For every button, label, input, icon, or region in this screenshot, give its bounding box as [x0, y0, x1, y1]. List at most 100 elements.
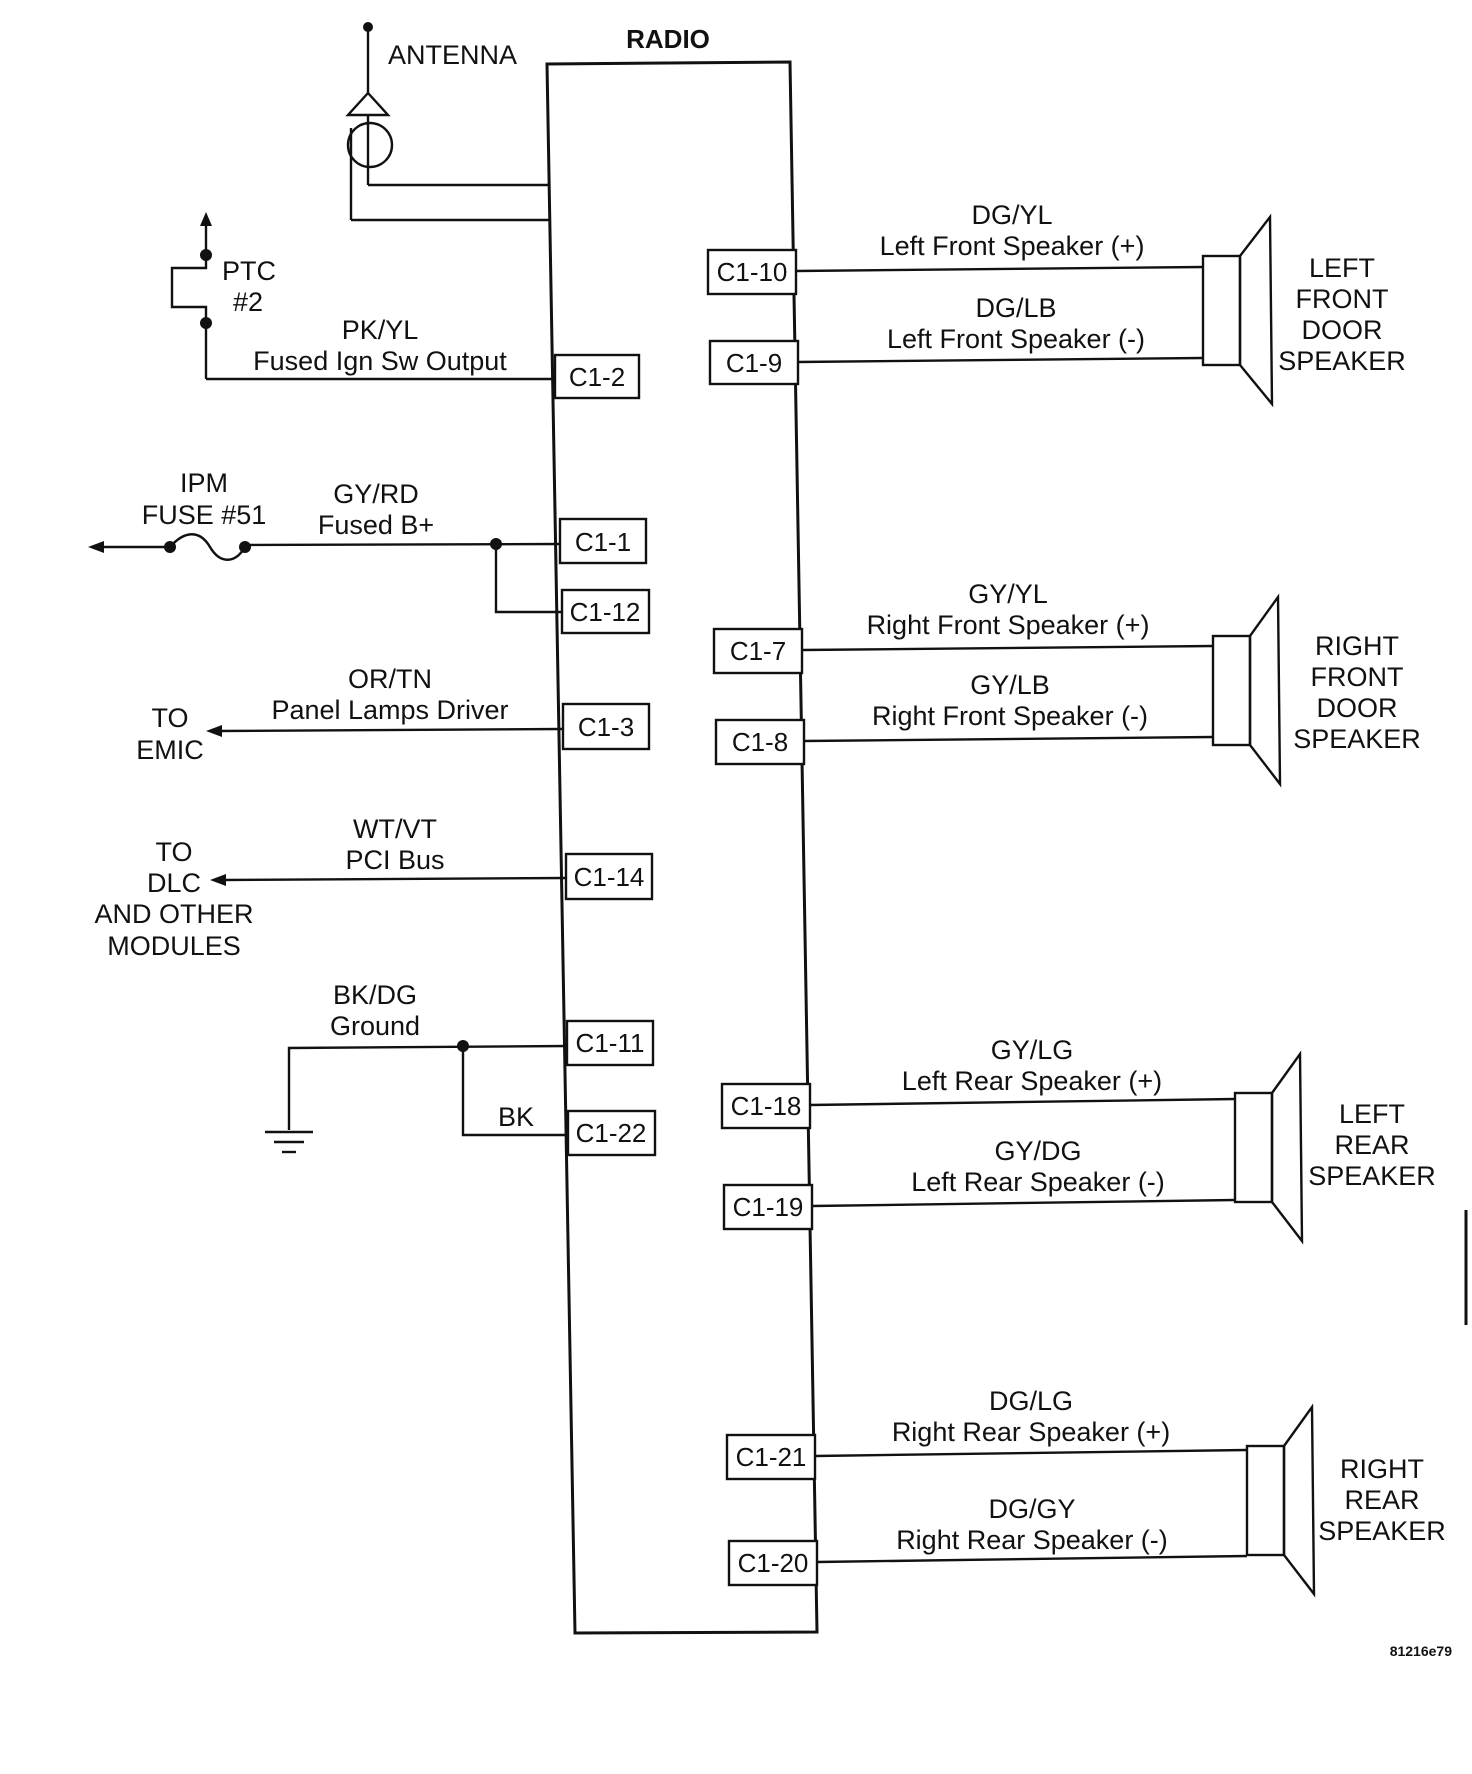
lf-neg-color: DG/LB: [975, 293, 1056, 323]
pin-c1-1: C1-1: [575, 527, 631, 557]
bk-wire-color: BK: [498, 1102, 534, 1132]
rf-pos-name: Right Front Speaker (+): [867, 610, 1150, 640]
lf-speaker-label-2: FRONT: [1296, 284, 1389, 314]
lr-speaker-label-2: REAR: [1334, 1130, 1409, 1160]
pin-box-c1-20: [727, 1539, 819, 1587]
pin-c1-9: C1-9: [726, 348, 782, 378]
pin-box-c1-1: [558, 517, 648, 565]
dlc-dest-line3: AND OTHER: [94, 899, 253, 929]
left-front-speaker-symbol: [1201, 213, 1274, 408]
rf-speaker-label-3: DOOR: [1317, 693, 1398, 723]
ptc-label-line1: PTC: [222, 256, 276, 286]
antenna-symbol: [345, 22, 549, 222]
rr-speaker-label-2: REAR: [1344, 1485, 1419, 1515]
pin-box-c1-19: [722, 1183, 814, 1231]
ground-symbol: [265, 1130, 313, 1154]
ground-wire-name: Ground: [330, 1011, 420, 1041]
pin-box-c1-12: [560, 588, 651, 635]
pin-box-c1-22: [566, 1109, 657, 1157]
ipm-label-line2: FUSE #51: [142, 500, 267, 530]
rr-neg-name: Right Rear Speaker (-): [896, 1525, 1168, 1555]
fused-b-plus-circuit: [88, 533, 562, 614]
lf-pos-color: DG/YL: [971, 200, 1052, 230]
pin-c1-19: C1-19: [733, 1192, 804, 1222]
rr-pos-color: DG/LG: [989, 1386, 1073, 1416]
rf-pos-color: GY/YL: [968, 579, 1048, 609]
pin-box-c1-21: [725, 1433, 817, 1481]
left-rear-speaker-wires: [809, 1097, 1236, 1208]
panel-wire-name: Panel Lamps Driver: [271, 695, 508, 725]
ign-wire-color: PK/YL: [342, 315, 419, 345]
lr-pos-color: GY/LG: [991, 1035, 1074, 1065]
batt-wire-name: Fused B+: [318, 510, 434, 540]
left-rear-speaker-symbol: [1233, 1050, 1304, 1245]
pin-c1-3: C1-3: [578, 712, 634, 742]
pin-c1-21: C1-21: [736, 1442, 807, 1472]
right-front-speaker-wires: [801, 644, 1214, 743]
pin-c1-12: C1-12: [570, 597, 641, 627]
pin-c1-18: C1-18: [731, 1091, 802, 1121]
radio-title: RADIO: [626, 24, 710, 54]
ground-circuit: [287, 1040, 568, 1137]
dlc-dest-line4: MODULES: [107, 931, 241, 961]
lr-speaker-label-1: LEFT: [1339, 1099, 1405, 1129]
lf-pos-name: Left Front Speaker (+): [880, 231, 1145, 261]
pin-c1-2: C1-2: [569, 362, 625, 392]
lf-speaker-label-3: DOOR: [1302, 315, 1383, 345]
ign-wire-name: Fused Ign Sw Output: [253, 346, 507, 376]
lr-pos-name: Left Rear Speaker (+): [902, 1066, 1162, 1096]
rf-speaker-label-2: FRONT: [1311, 662, 1404, 692]
pin-c1-20: C1-20: [738, 1548, 809, 1578]
rf-neg-name: Right Front Speaker (-): [872, 701, 1148, 731]
lf-neg-name: Left Front Speaker (-): [887, 324, 1145, 354]
left-front-speaker-wires: [795, 265, 1204, 364]
ptc-label-line2: #2: [233, 287, 263, 317]
lr-neg-name: Left Rear Speaker (-): [911, 1167, 1165, 1197]
right-rear-speaker-symbol: [1245, 1403, 1316, 1598]
rr-speaker-label-3: SPEAKER: [1318, 1516, 1446, 1546]
pci-bus-wire: [210, 874, 567, 886]
dlc-dest-line1: TO: [155, 837, 192, 867]
pin-box-c1-3: [561, 702, 651, 751]
rr-speaker-label-1: RIGHT: [1340, 1454, 1424, 1484]
pci-wire-color: WT/VT: [353, 814, 437, 844]
panel-lamps-wire: [206, 725, 564, 737]
right-rear-speaker-wires: [814, 1448, 1248, 1564]
pin-c1-8: C1-8: [732, 727, 788, 757]
emic-dest-line1: TO: [151, 703, 188, 733]
rr-neg-color: DG/GY: [988, 1494, 1075, 1524]
pin-box-c1-7: [712, 627, 804, 675]
pin-box-c1-9: [708, 339, 800, 386]
batt-wire-color: GY/RD: [333, 479, 419, 509]
lr-neg-color: GY/DG: [994, 1136, 1081, 1166]
pci-wire-name: PCI Bus: [345, 845, 444, 875]
pin-box-c1-11: [565, 1019, 655, 1067]
pin-c1-7: C1-7: [730, 636, 786, 666]
right-front-speaker-symbol: [1211, 593, 1282, 788]
pin-c1-10: C1-10: [717, 257, 788, 287]
ipm-label-line1: IPM: [180, 468, 228, 498]
panel-wire-color: OR/TN: [348, 664, 432, 694]
rf-speaker-label-1: RIGHT: [1315, 631, 1399, 661]
pin-box-c1-18: [720, 1082, 812, 1130]
dlc-dest-line2: DLC: [147, 868, 201, 898]
pin-box-c1-14: [564, 852, 654, 901]
lf-speaker-label-4: SPEAKER: [1278, 346, 1406, 376]
pin-c1-14: C1-14: [574, 862, 645, 892]
pin-box-c1-10: [706, 248, 798, 296]
pin-box-c1-2: [553, 353, 641, 400]
ground-wire-color: BK/DG: [333, 980, 417, 1010]
rf-speaker-label-4: SPEAKER: [1293, 724, 1421, 754]
radio-module-box: [545, 60, 819, 1635]
emic-dest-line2: EMIC: [136, 735, 204, 765]
rr-pos-name: Right Rear Speaker (+): [892, 1417, 1170, 1447]
rf-neg-color: GY/LB: [970, 670, 1050, 700]
figure-code: 81216e79: [1390, 1643, 1453, 1659]
pin-box-c1-8: [714, 718, 806, 766]
lr-speaker-label-3: SPEAKER: [1308, 1161, 1436, 1191]
pin-c1-22: C1-22: [576, 1118, 647, 1148]
lf-speaker-label-1: LEFT: [1309, 253, 1375, 283]
antenna-label: ANTENNA: [388, 40, 517, 70]
pin-c1-11: C1-11: [576, 1028, 645, 1058]
